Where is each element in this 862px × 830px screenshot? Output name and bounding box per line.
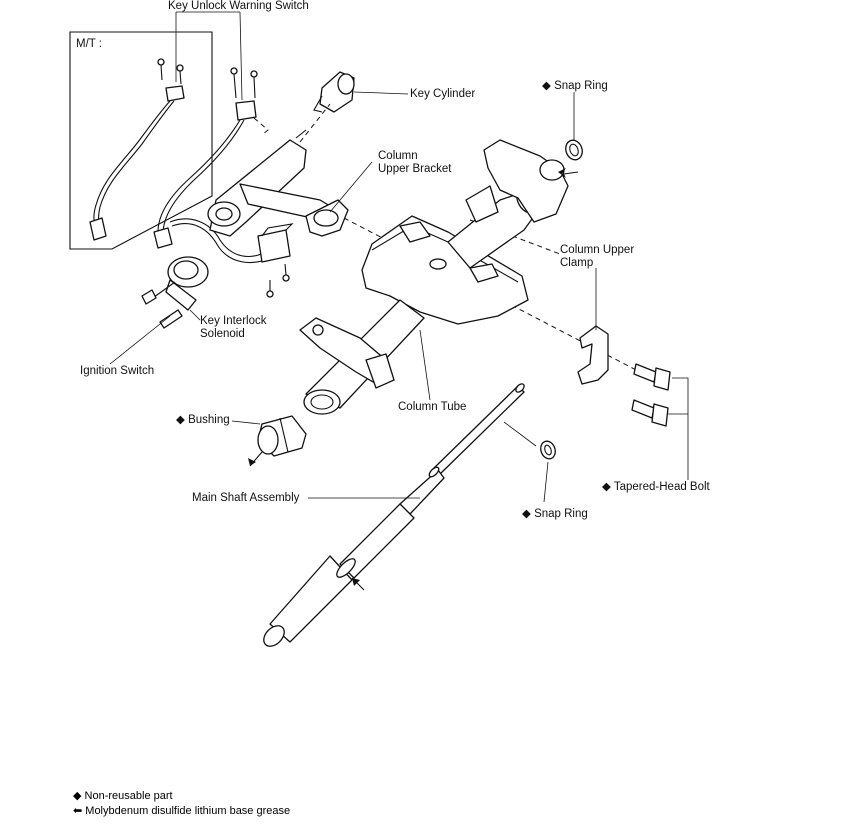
label-snap-ring-bottom: ◆ Snap Ring [522,508,588,521]
snap-ring-bottom-part [540,440,556,460]
label-snap-ring-top: ◆ Snap Ring [542,80,608,93]
tapered-head-bolts [631,363,671,427]
legend-grease-text: Molybdenum disulfide lithium base grease [85,805,291,817]
column-upper-bracket-part [305,199,349,237]
key-interlock-solenoid-part [257,223,294,298]
label-bushing: ◆ Bushing [176,414,230,427]
label-main-shaft-assembly: Main Shaft Assembly [192,492,300,504]
snap-ring-top-part [565,139,583,161]
ignition-switch-part [141,256,209,329]
label-column-upper-bracket: Column Upper Bracket [378,150,452,175]
mt-warning-switch [89,58,185,241]
left-arrow-icon: ⬅ [73,805,83,817]
column-upper-clamp-part [577,325,609,385]
diamond-icon: ◆ [602,481,611,493]
diamond-icon: ◆ [73,790,82,802]
label-ignition-switch: Ignition Switch [80,365,155,377]
diamond-icon: ◆ [176,414,185,426]
legend-non-reusable: ◆ Non-reusable part [73,789,173,803]
label-column-tube: Column Tube [398,401,467,413]
label-mt: M/T : [76,38,102,50]
label-key-interlock-solenoid: Key Interlock Solenoid [200,315,267,340]
diamond-icon: ◆ [522,508,531,520]
legend-non-reusable-text: Non-reusable part [84,790,173,802]
main-shaft-part [263,383,525,647]
snap-ring-top-text: Snap Ring [554,80,608,92]
label-tapered-head-bolt: ◆ Tapered-Head Bolt [602,481,710,494]
label-key-cylinder: Key Cylinder [410,88,476,100]
leader-lines [109,11,689,503]
column-bracket-body [361,215,529,325]
legend-grease: ⬅ Molybdenum disulfide lithium base grea… [73,804,290,818]
mt-inset-box [69,31,213,250]
snap-ring-bottom-text: Snap Ring [534,508,588,520]
tapered-head-bolt-text: Tapered-Head Bolt [613,481,710,493]
label-key-unlock-warning-switch: Key Unlock Warning Switch [168,0,309,12]
label-column-upper-clamp: Column Upper Clamp [560,244,635,269]
column-tube-part [299,299,425,415]
bushing-part [257,415,307,457]
tilt-bracket [465,139,569,223]
key-cylinder-part [313,71,355,113]
solenoid-wire [169,218,267,258]
bushing-text: Bushing [188,414,230,426]
diamond-icon: ◆ [542,80,551,92]
key-unlock-warning-switch [153,67,269,249]
grease-arrows [248,168,579,591]
